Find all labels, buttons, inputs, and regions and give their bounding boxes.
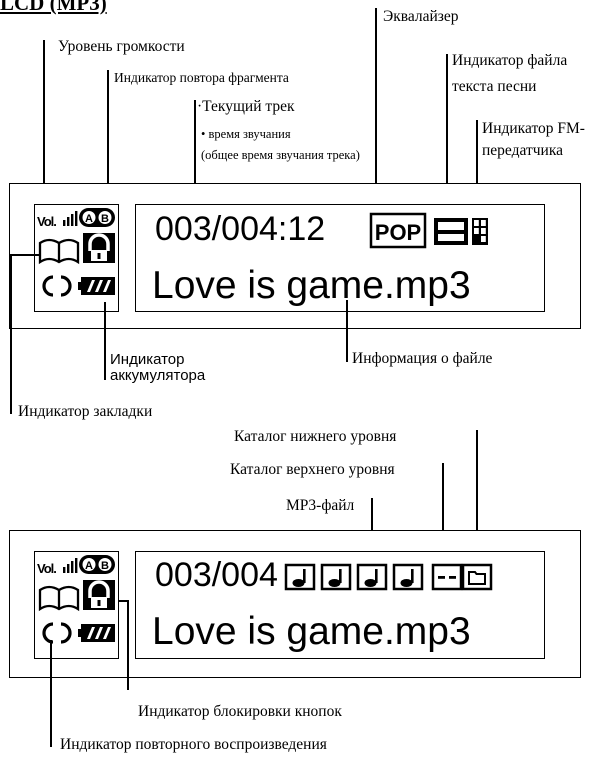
ab-repeat-icon: A B bbox=[79, 208, 115, 227]
leader-lower-dir bbox=[476, 430, 478, 566]
leader-bookmark-v bbox=[10, 254, 12, 414]
status-icons-bottom: Vol. A B bbox=[37, 555, 115, 644]
label-total-time: (общее время звучания трека) bbox=[201, 148, 360, 162]
label-lyrics-2: текста песни bbox=[452, 78, 537, 95]
bookmark-icon bbox=[38, 585, 80, 612]
leader-ab bbox=[107, 70, 109, 218]
battery-icon bbox=[78, 277, 115, 295]
leader-upper-dir bbox=[442, 463, 444, 566]
mp3-file-icons bbox=[284, 563, 424, 591]
leader-volume bbox=[43, 40, 45, 218]
volume-icon: Vol. bbox=[37, 211, 78, 229]
lcd-bottom-filename: Love is game.mp3 bbox=[152, 610, 471, 653]
label-mp3-file: MP3-файл bbox=[286, 497, 355, 514]
eq-badge-text: POP bbox=[375, 220, 421, 245]
fm-transmitter-icon bbox=[472, 218, 488, 245]
label-equalizer: Эквалайзер bbox=[383, 8, 459, 25]
lcd-bottom-counter: 003/004 bbox=[155, 556, 278, 594]
lock-icon bbox=[83, 580, 115, 610]
svg-text:A: A bbox=[85, 560, 93, 572]
label-battery-1: Индикатор bbox=[110, 351, 185, 368]
label-ab-repeat: Индикатор повтора фрагмента bbox=[114, 70, 289, 85]
lcd-top-filename: Love is game.mp3 bbox=[152, 264, 471, 307]
label-lower-dir: Каталог нижнего уровня bbox=[234, 428, 397, 445]
leader-track bbox=[194, 100, 196, 224]
label-current-track: ·Текущий трек bbox=[197, 98, 295, 115]
ab-repeat-icon: A B bbox=[79, 555, 115, 574]
status-icons-top: Vol. A B bbox=[37, 208, 115, 297]
leader-eq bbox=[375, 8, 377, 214]
label-bookmark: Индикатор закладки bbox=[18, 403, 153, 420]
bookmark-icon bbox=[38, 238, 80, 265]
repeat-icon bbox=[42, 275, 72, 297]
leader-fileinfo bbox=[346, 300, 348, 362]
lower-dir-icon bbox=[461, 563, 493, 591]
upper-dir-icon bbox=[431, 563, 463, 591]
repeat-icon bbox=[42, 622, 72, 644]
label-upper-dir: Каталог верхнего уровня bbox=[230, 461, 395, 478]
eq-badge-icon: POP bbox=[369, 212, 427, 249]
leader-keylock bbox=[127, 600, 129, 690]
battery-icon bbox=[78, 624, 115, 642]
volume-icon: Vol. bbox=[37, 558, 78, 576]
label-key-lock: Индикатор блокировки кнопок bbox=[138, 703, 342, 720]
lock-icon bbox=[83, 233, 115, 263]
page-title: LCD (MP3) bbox=[0, 0, 107, 15]
label-lyrics-1: Индикатор файла bbox=[452, 52, 568, 69]
label-repeat: Индикатор повторного воспроизведения bbox=[60, 736, 327, 753]
music-note-icon bbox=[284, 563, 316, 591]
lcd-bottom-indicators bbox=[284, 563, 493, 591]
volume-text-icon: Vol. bbox=[37, 214, 56, 229]
svg-text:Vol.: Vol. bbox=[37, 561, 56, 576]
label-volume: Уровень громкости bbox=[58, 38, 185, 55]
svg-text:A: A bbox=[85, 213, 93, 225]
leader-fm bbox=[476, 120, 478, 216]
label-fm-2: передатчика bbox=[482, 142, 564, 159]
lcd-top-counter: 003/004:12 bbox=[155, 210, 326, 248]
leader-lyrics bbox=[446, 54, 448, 216]
lcd-top-indicators: POP bbox=[369, 212, 488, 249]
label-battery-2: аккумулятора bbox=[110, 367, 206, 384]
lyrics-icon bbox=[434, 218, 468, 245]
label-play-time: • время звучания bbox=[201, 127, 291, 141]
leader-keylock-h bbox=[118, 600, 128, 602]
label-fm-1: Индикатор FM- bbox=[482, 120, 585, 137]
leader-battery bbox=[104, 302, 106, 380]
leader-repeat bbox=[50, 640, 52, 747]
leader-bookmark-h bbox=[10, 254, 40, 256]
label-file-info: Информация о файле bbox=[352, 350, 493, 367]
svg-text:B: B bbox=[101, 560, 109, 572]
svg-text:B: B bbox=[101, 213, 109, 225]
